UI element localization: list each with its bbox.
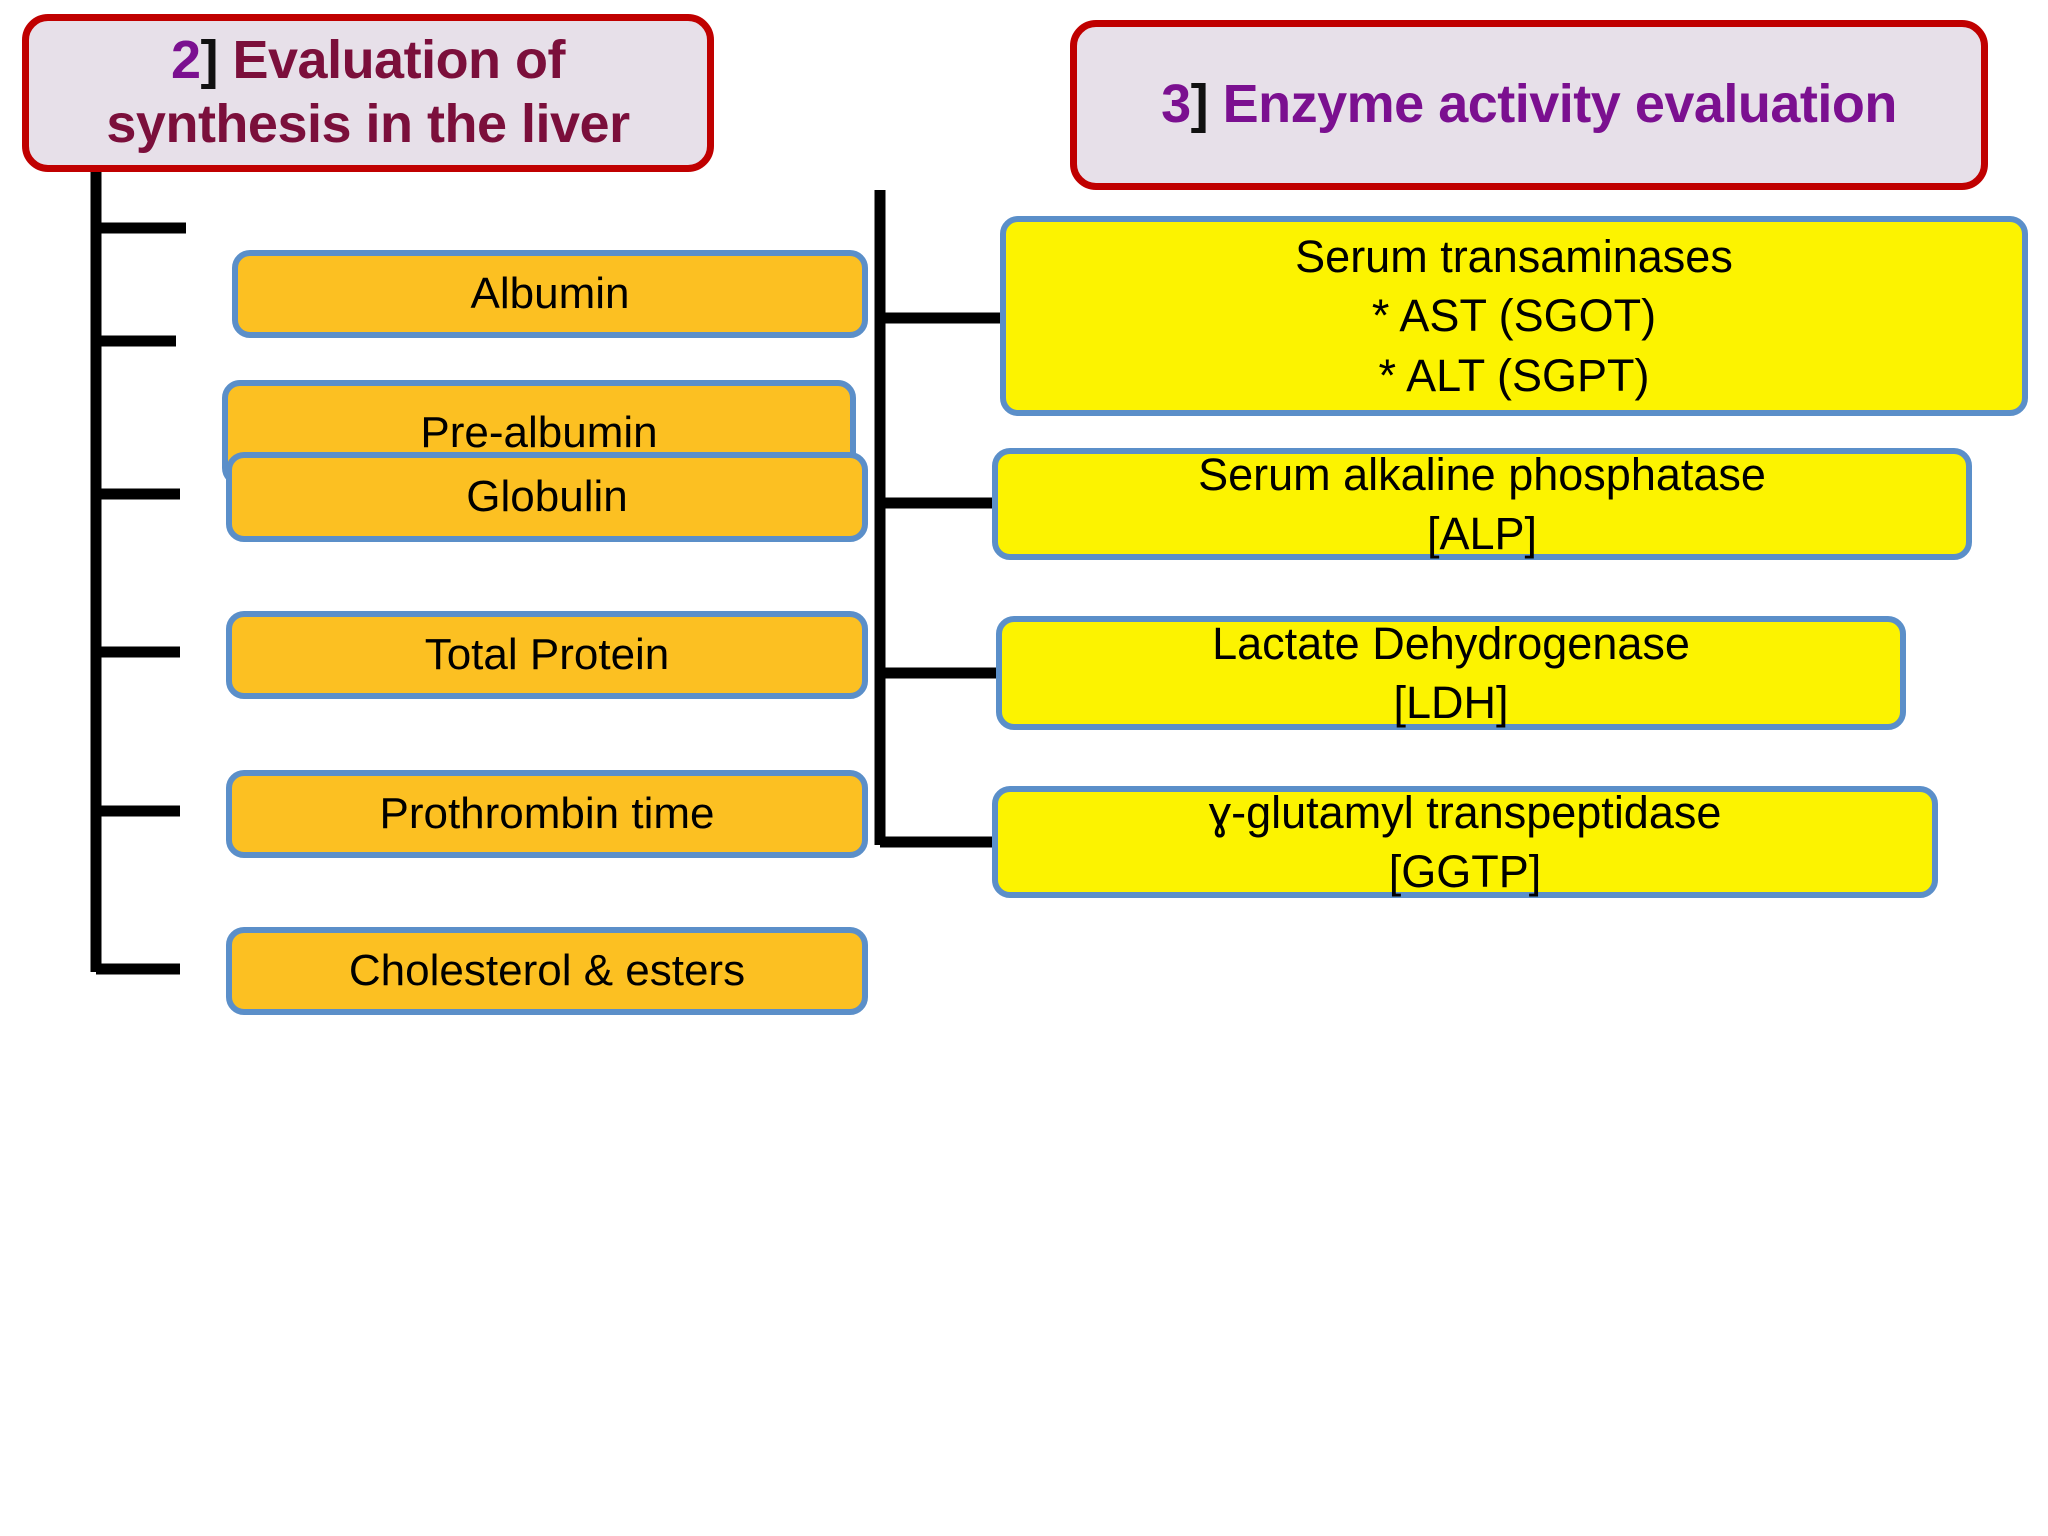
node-label-globulin: Globulin — [466, 471, 628, 521]
header-title-text-branch-2: Evaluation of synthesis in the liver — [106, 30, 630, 154]
header-number-3-digit: 3 — [1161, 74, 1191, 135]
node-serum-transaminases[interactable]: Serum transaminases * AST (SGOT) * ALT (… — [1000, 216, 2028, 416]
node-albumin[interactable]: Albumin — [232, 250, 868, 338]
node-prothrombin-time[interactable]: Prothrombin time — [226, 770, 868, 858]
node-label-albumin: Albumin — [470, 268, 630, 318]
node-ggtp[interactable]: ɣ-glutamyl transpeptidase [GGTP] — [992, 786, 1938, 898]
header-box-evaluation-of-synthesis[interactable]: 2] Evaluation of synthesis in the liver — [22, 14, 714, 172]
node-label-alkaline-phosphatase: Serum alkaline phosphatase [ALP] — [1198, 448, 1766, 559]
node-globulin[interactable]: Globulin — [226, 452, 868, 542]
header-number-2-digit: 2 — [170, 30, 201, 91]
node-label-serum-transaminases: Serum transaminases * AST (SGOT) * ALT (… — [1295, 230, 1733, 401]
header-title-text-branch-3: Enzyme activity evaluation — [1208, 74, 1898, 135]
node-label-ggtp: ɣ-glutamyl transpeptidase [GGTP] — [1208, 786, 1722, 897]
node-label-pre-albumin: Pre-albumin — [420, 407, 658, 457]
node-label-total-protein: Total Protein — [424, 629, 670, 679]
node-label-prothrombin-time: Prothrombin time — [379, 788, 715, 838]
node-label-lactate-dehydrogenase: Lactate Dehydrogenase [LDH] — [1212, 617, 1690, 728]
header-number-2-bracket: ] — [200, 30, 219, 91]
node-lactate-dehydrogenase[interactable]: Lactate Dehydrogenase [LDH] — [996, 616, 1906, 730]
header-number-3-bracket: ] — [1190, 74, 1209, 135]
node-label-cholesterol-esters: Cholesterol & esters — [348, 945, 746, 995]
header-title-branch-2: 2] Evaluation of synthesis in the liver — [55, 29, 681, 156]
header-title-branch-3: 3] Enzyme activity evaluation — [1161, 73, 1897, 137]
header-number-2: 2] — [170, 30, 219, 91]
node-total-protein[interactable]: Total Protein — [226, 611, 868, 699]
header-number-3: 3] — [1161, 74, 1209, 135]
node-cholesterol-esters[interactable]: Cholesterol & esters — [226, 927, 868, 1015]
node-alkaline-phosphatase[interactable]: Serum alkaline phosphatase [ALP] — [992, 448, 1972, 560]
header-box-enzyme-activity-evaluation[interactable]: 3] Enzyme activity evaluation — [1070, 20, 1988, 190]
